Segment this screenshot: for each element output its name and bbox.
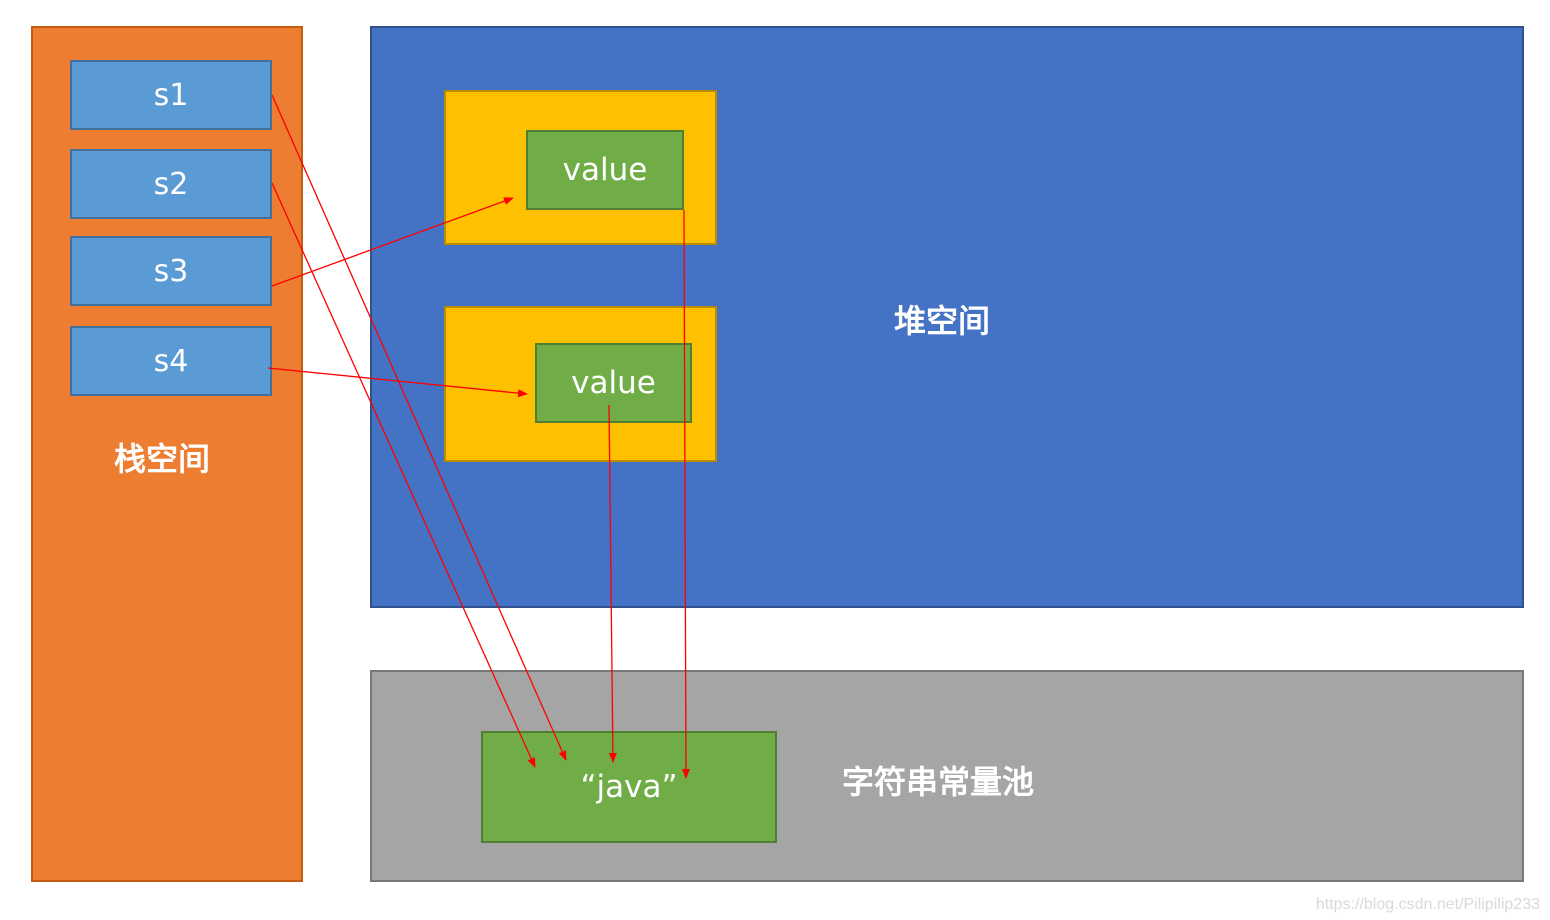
- watermark: https://blog.csdn.net/Pilipilip233: [1315, 896, 1540, 913]
- heap-object-1-value: value: [526, 130, 684, 210]
- stack-var-s3: s3: [70, 236, 272, 306]
- stack-label: 栈空间: [114, 440, 211, 478]
- heap-object-2-value: value: [535, 343, 692, 423]
- stack-var-s2: s2: [70, 149, 272, 219]
- string-pool-label: 字符串常量池: [842, 763, 1035, 801]
- stack-var-s1: s1: [70, 60, 272, 130]
- java-literal: “java”: [481, 731, 777, 843]
- heap-label: 堆空间: [894, 302, 991, 340]
- stack-var-s4: s4: [70, 326, 272, 396]
